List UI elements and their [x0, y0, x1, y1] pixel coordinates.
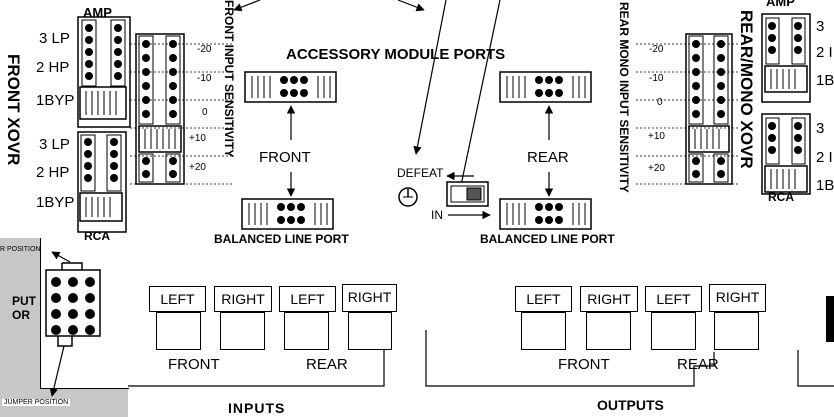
input-rear-left-label: LEFT	[279, 286, 336, 312]
connector-label-1: PUT	[12, 294, 36, 308]
output-front-left-label: LEFT	[515, 286, 572, 312]
rear-xovr-row-1: 1B	[816, 72, 834, 89]
front-sensitivity-jumper	[130, 33, 232, 185]
front-xovr-row-1byp: 1BYP	[36, 92, 75, 109]
defeat-switch	[398, 171, 491, 220]
front-xovr-block-top	[77, 16, 131, 128]
outputs-right-line	[797, 350, 834, 387]
rear-amp-label: AMP	[766, 0, 795, 9]
rear-xovr-row-2: 2 I	[816, 44, 833, 61]
inputs-front-label: FRONT	[168, 356, 220, 373]
rear-xovr-row-3-b: 3	[816, 120, 825, 137]
input-front-left-jack	[156, 312, 201, 350]
rear-accessory-port	[499, 71, 592, 103]
front-sens-mark: 0	[202, 107, 208, 118]
pointer-top-right	[397, 0, 425, 12]
rear-sens-title: REAR MONO INPUT SENSITIVITY	[617, 2, 631, 193]
output-front-right-jack	[586, 312, 631, 350]
outputs-front-label: FRONT	[558, 356, 610, 373]
output-rear-left-label: LEFT	[645, 286, 702, 312]
front-xovr-row-2hp: 2 HP	[36, 59, 70, 76]
rear-sens-mark: -10	[649, 73, 664, 84]
rear-rca-label: RCA	[768, 190, 794, 204]
rear-xovr-block-bottom	[761, 113, 811, 195]
output-front-right-label: RIGHT	[580, 286, 638, 312]
output-rear-right-jack	[714, 312, 759, 350]
rear-xovr-block-top	[761, 13, 811, 103]
front-sens-mark: -10	[197, 73, 212, 84]
front-xovr-row-3lp-b: 3 LP	[39, 136, 70, 153]
front-accessory-port	[244, 71, 337, 103]
front-sens-mark: +10	[189, 133, 206, 144]
outputs-bracket-line	[425, 330, 715, 387]
accessory-ports-title: ACCESSORY MODULE PORTS	[286, 46, 506, 63]
center-rear-label: REAR	[527, 149, 569, 166]
rear-sensitivity-jumper	[636, 33, 740, 185]
front-rca-label: RCA	[84, 229, 110, 243]
connector-label-2: OR	[12, 308, 30, 322]
inputs-rear-label: REAR	[306, 356, 348, 373]
connector-bottom-note: JUMPER POSITION	[2, 399, 71, 406]
rear-sens-mark: -20	[649, 44, 664, 55]
in-label: IN	[431, 208, 443, 222]
pointer-top-2	[457, 0, 501, 191]
connector-top-note: R POSITION	[0, 246, 41, 253]
rear-xovr-title: REAR/MONO XOVR	[737, 10, 756, 169]
front-sens-mark: +20	[189, 162, 206, 173]
front-amp-label: AMP	[83, 5, 112, 20]
front-xovr-row-3lp: 3 LP	[39, 30, 70, 47]
rear-xovr-row-3: 3	[816, 18, 825, 35]
rear-sens-mark: 0	[657, 97, 663, 108]
front-xovr-title: FRONT XOVR	[4, 54, 23, 166]
rear-sens-mark: +20	[648, 163, 665, 174]
front-xovr-row-2hp-b: 2 HP	[36, 164, 70, 181]
rear-xovr-row-2-b: 2 I	[816, 149, 833, 166]
rear-sens-mark: +10	[648, 131, 665, 142]
front-sens-title: FRONT INPUT SENSITIVITY	[222, 0, 236, 158]
input-front-left-label: LEFT	[149, 286, 206, 312]
front-balanced-line-label: BALANCED LINE PORT	[214, 232, 349, 246]
outputs-rear-label: REAR	[677, 356, 719, 373]
output-rear-right-label: RIGHT	[709, 284, 766, 312]
rear-balanced-line-label: BALANCED LINE PORT	[480, 232, 615, 246]
input-front-right-label: RIGHT	[214, 286, 272, 312]
input-rear-left-jack	[284, 312, 329, 350]
front-balanced-port	[241, 198, 334, 230]
outputs-section-label: OUTPUTS	[597, 397, 664, 413]
inputs-section-label: INPUTS	[228, 400, 286, 416]
input-rear-right-label: RIGHT	[342, 284, 397, 312]
defeat-label: DEFEAT	[397, 166, 444, 180]
right-edge-block	[826, 296, 834, 342]
pointer-top-left	[233, 0, 261, 12]
pointer-top-1	[413, 0, 447, 155]
input-rear-right-jack	[348, 312, 392, 350]
front-sens-mark: -20	[197, 44, 212, 55]
input-connector-graphic	[45, 251, 101, 397]
output-front-left-jack	[521, 312, 566, 350]
output-rear-left-jack	[651, 312, 696, 350]
front-xovr-row-1byp-b: 1BYP	[36, 194, 75, 211]
rear-balanced-port	[499, 198, 592, 230]
input-front-right-jack	[220, 312, 265, 350]
rear-xovr-row-1-b: 1B	[816, 177, 834, 194]
center-front-label: FRONT	[259, 149, 311, 166]
front-xovr-block-bottom	[77, 131, 127, 233]
